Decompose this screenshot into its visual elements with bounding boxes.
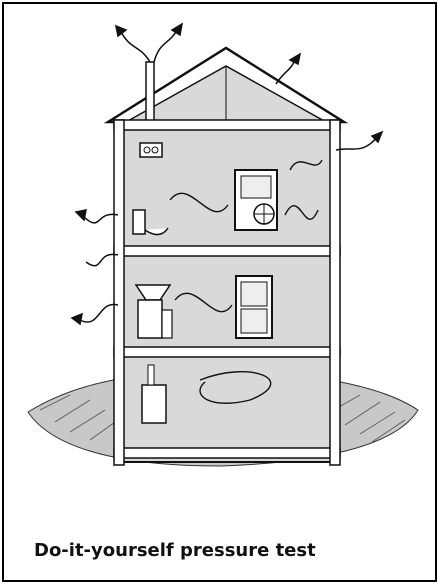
chimney-flue [146, 62, 154, 122]
figure-caption: Do-it-yourself pressure test [34, 540, 316, 561]
electrical-panel [140, 143, 162, 157]
middle-window [236, 276, 272, 338]
house-pressure-illustration [0, 0, 441, 500]
roof [108, 48, 344, 122]
upper-window [235, 170, 277, 230]
